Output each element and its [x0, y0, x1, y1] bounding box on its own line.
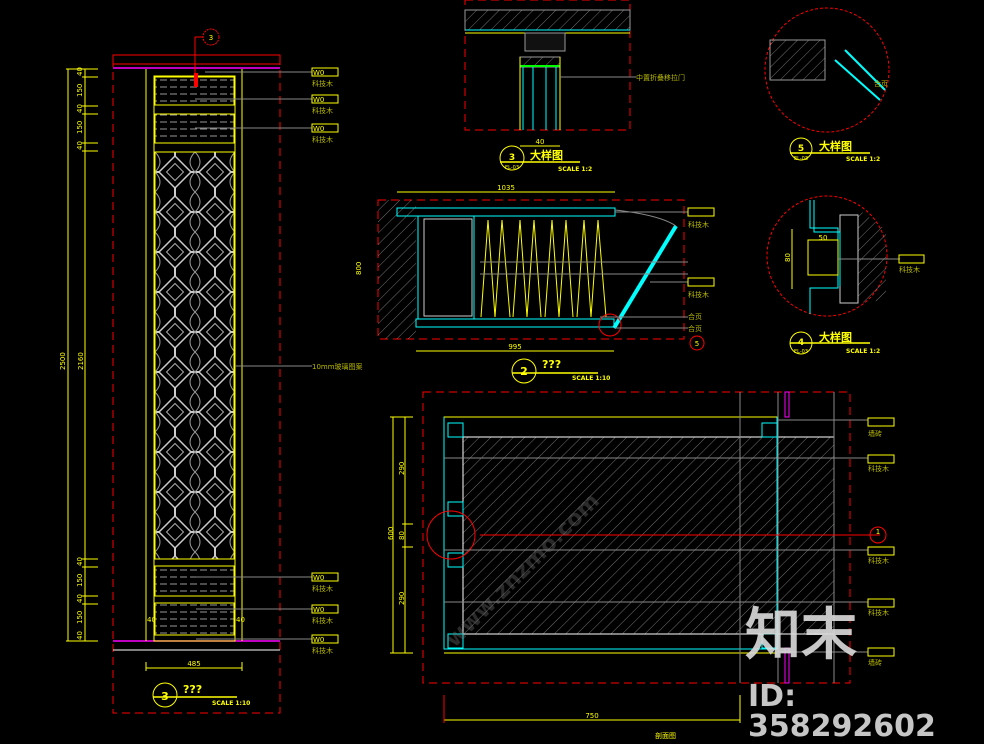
- dim-label: 150: [76, 611, 84, 624]
- tag-material: 科技木: [312, 135, 333, 144]
- tag-material: 科技木: [899, 265, 920, 274]
- tag-code: W0: [313, 606, 324, 614]
- elevation-labels: 3 40 150 40 150 40 40 150 40 150 40 2500…: [59, 34, 363, 707]
- tag-material: 科技木: [312, 646, 333, 655]
- title-number: 3: [161, 690, 169, 703]
- dim-label: 40: [76, 104, 84, 113]
- tag-material: 科技木: [312, 106, 333, 115]
- tag-code: W0: [313, 574, 324, 582]
- elevation-drawing: [66, 28, 339, 714]
- detail-3-drawing: [464, 0, 636, 171]
- dim: 40: [536, 138, 545, 146]
- detail-number: 4: [798, 338, 804, 348]
- dim: 290: [398, 462, 406, 475]
- dim-height: 800: [355, 262, 363, 275]
- detail-3-labels: 中置折叠移拉门 40 3 EL-03 大样图 SCALE 1:2: [505, 73, 685, 173]
- hinge-label: 合页: [688, 324, 702, 333]
- hinge-label: 合页: [688, 312, 702, 321]
- detail-scale: SCALE 1:2: [846, 156, 880, 163]
- detail-marker: 5: [695, 340, 699, 348]
- dim-label: 40: [76, 67, 84, 76]
- dim-w: 50: [819, 234, 828, 242]
- dim: 290: [398, 592, 406, 605]
- plan-number: 2: [520, 365, 528, 378]
- tag-material: 科技木: [312, 79, 333, 88]
- dim-width: 750: [585, 712, 598, 720]
- dim-inner: 2160: [77, 352, 85, 370]
- dim-top: 1035: [497, 184, 515, 192]
- tag-material: 科技木: [688, 290, 709, 299]
- tag-material: 科技木: [868, 608, 889, 617]
- detail-scale: SCALE 1:2: [558, 166, 592, 173]
- dim-total: 2500: [59, 352, 67, 370]
- tag-material: 科技木: [312, 584, 333, 593]
- detail-title: 大样图: [819, 139, 852, 153]
- scale: SCALE 1:10: [212, 700, 250, 707]
- dim-total: 600: [387, 527, 395, 540]
- dim-label: 150: [76, 574, 84, 587]
- detail-number: 3: [509, 153, 515, 163]
- hinge-label: 合页: [874, 79, 888, 88]
- dim-side-right: 40: [236, 616, 245, 624]
- dim-h: 80: [784, 253, 792, 262]
- door-note: 中置折叠移拉门: [636, 73, 685, 82]
- dim-label: 40: [76, 141, 84, 150]
- detail-5-labels: 5 EL-03 大样图 SCALE 1:2: [794, 139, 880, 163]
- tag-material: 科技木: [688, 220, 709, 229]
- detail-scale: SCALE 1:2: [846, 348, 880, 355]
- detail-ref: EL-03: [505, 165, 519, 171]
- section-marker: 1: [876, 528, 880, 536]
- dim-label: 150: [76, 84, 84, 97]
- section-labels: 600 290 80 290 750 墙砖 科技木 科技木 科技木 墙砖 1 剖…: [387, 429, 889, 739]
- detail-5-drawing: 合页: [764, 7, 890, 161]
- detail-4-labels: 50 80 科技木 4 EL-03 大样图 SCALE 1:2: [784, 234, 920, 355]
- watermark-id: ID: 358292602: [748, 679, 936, 744]
- tag-code: W0: [313, 636, 324, 644]
- watermark-brand: 知末: [745, 603, 857, 668]
- plan-drawing: [377, 191, 715, 384]
- section-drawing: [390, 391, 895, 723]
- tag-code: W0: [313, 69, 324, 77]
- tag-material: 科技木: [312, 616, 333, 625]
- section-title: 剖面图: [655, 731, 676, 739]
- dim-label: 150: [76, 121, 84, 134]
- tag-tile: 墙砖: [868, 429, 882, 438]
- glass-note: 10mm玻璃图案: [312, 362, 363, 371]
- plan-title: ???: [542, 358, 561, 371]
- detail-4-drawing: [766, 195, 925, 355]
- plan-labels: 1035 995 800 科技木 科技木 合页 合页 5 2 ??? SCALE…: [355, 184, 709, 382]
- dim-bottom: 995: [508, 343, 521, 351]
- dim: 80: [398, 531, 406, 540]
- dim-side-left: 40: [147, 616, 156, 624]
- detail-title: 大样图: [530, 148, 563, 162]
- detail-ref: EL-03: [794, 156, 808, 162]
- tag-code: W0: [313, 96, 324, 104]
- detail-number: 5: [798, 144, 804, 154]
- tag-tile: 墙砖: [868, 658, 882, 667]
- title: ???: [183, 683, 202, 696]
- dim-label: 40: [76, 594, 84, 603]
- detail-title: 大样图: [819, 330, 852, 344]
- dim-label: 40: [76, 631, 84, 640]
- detail-ref: EL-03: [794, 349, 808, 355]
- tag-material: 科技木: [868, 464, 889, 473]
- tag-code: W0: [313, 125, 324, 133]
- section-marker-label: 3: [209, 34, 213, 42]
- dim-width: 485: [187, 660, 200, 668]
- dim-label: 40: [76, 557, 84, 566]
- tag-material: 科技木: [868, 556, 889, 565]
- plan-scale: SCALE 1:10: [572, 375, 610, 382]
